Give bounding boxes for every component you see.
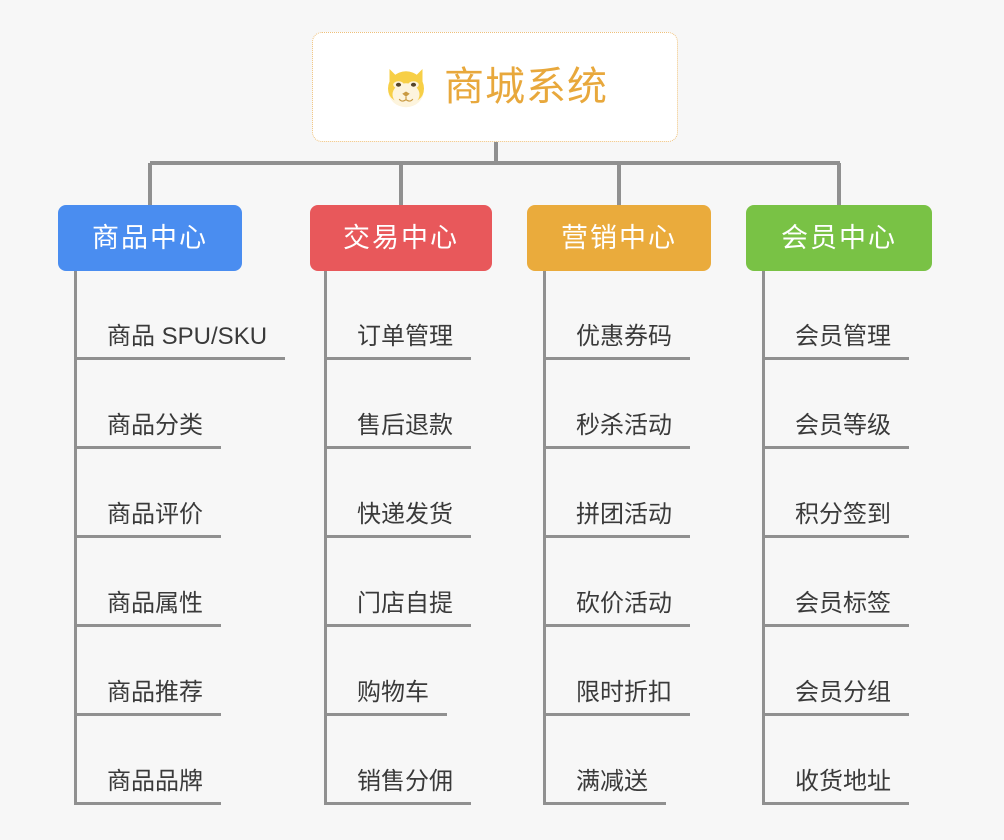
category-label: 商品中心: [92, 222, 208, 253]
category-box-1[interactable]: 商品中心: [58, 205, 242, 271]
leaf-label: 订单管理: [357, 323, 453, 351]
leaf-underline: 商品属性: [77, 590, 221, 627]
leaf-item[interactable]: 销售分佣: [327, 716, 471, 805]
leaf-item[interactable]: 秒杀活动: [546, 360, 690, 449]
leaf-item[interactable]: 商品评价: [77, 449, 221, 538]
leaf-label: 会员管理: [795, 323, 891, 351]
leaf-underline: 商品评价: [77, 501, 221, 538]
category-box-4[interactable]: 会员中心: [746, 205, 932, 271]
category-box-2[interactable]: 交易中心: [310, 205, 492, 271]
leaf-item[interactable]: 拼团活动: [546, 449, 690, 538]
leaf-label: 秒杀活动: [576, 412, 672, 440]
leaf-underline: 会员等级: [765, 412, 909, 449]
leaf-item[interactable]: 商品分类: [77, 360, 221, 449]
leaf-spine: [543, 271, 546, 805]
connector-root-stem: [494, 142, 498, 164]
leaf-item[interactable]: 订单管理: [327, 271, 471, 360]
leaf-underline: 会员标签: [765, 590, 909, 627]
leaf-item[interactable]: 收货地址: [765, 716, 909, 805]
leaf-item[interactable]: 购物车: [327, 627, 447, 716]
leaf-underline: 满减送: [546, 768, 666, 805]
leaf-item[interactable]: 快递发货: [327, 449, 471, 538]
leaf-label: 销售分佣: [357, 768, 453, 796]
category-box-3[interactable]: 营销中心: [527, 205, 711, 271]
leaf-underline: 售后退款: [327, 412, 471, 449]
leaf-item[interactable]: 满减送: [546, 716, 666, 805]
leaf-label: 门店自提: [357, 590, 453, 618]
leaf-underline: 秒杀活动: [546, 412, 690, 449]
connector-drop-2: [399, 163, 403, 205]
leaf-label: 会员等级: [795, 412, 891, 440]
leaf-item[interactable]: 会员等级: [765, 360, 909, 449]
leaf-label: 会员分组: [795, 679, 891, 707]
leaf-item[interactable]: 售后退款: [327, 360, 471, 449]
leaf-underline: 积分签到: [765, 501, 909, 538]
category-label: 会员中心: [781, 222, 897, 253]
leaf-underline: 门店自提: [327, 590, 471, 627]
leaf-underline: 会员分组: [765, 679, 909, 716]
leaf-underline: 限时折扣: [546, 679, 690, 716]
leaf-underline: 商品分类: [77, 412, 221, 449]
leaf-underline: 会员管理: [765, 323, 909, 360]
leaf-label: 售后退款: [357, 412, 453, 440]
connector-horizontal-bus: [150, 161, 840, 165]
leaf-underline: 销售分佣: [327, 768, 471, 805]
leaf-item[interactable]: 限时折扣: [546, 627, 690, 716]
leaf-item[interactable]: 积分签到: [765, 449, 909, 538]
category-label: 交易中心: [343, 222, 459, 253]
leaf-label: 优惠券码: [576, 323, 672, 351]
leaf-label: 快递发货: [357, 501, 453, 529]
leaf-label: 积分签到: [795, 501, 891, 529]
leaf-underline: 优惠券码: [546, 323, 690, 360]
leaf-label: 商品评价: [107, 501, 203, 529]
leaf-underline: 快递发货: [327, 501, 471, 538]
leaf-label: 会员标签: [795, 590, 891, 618]
root-title: 商城系统: [444, 65, 608, 109]
leaf-spine: [324, 271, 327, 805]
leaf-underline: 商品品牌: [77, 768, 221, 805]
leaf-item[interactable]: 优惠券码: [546, 271, 690, 360]
leaf-underline: 商品推荐: [77, 679, 221, 716]
root-node[interactable]: 商城系统: [312, 32, 678, 142]
leaf-item[interactable]: 商品品牌: [77, 716, 221, 805]
leaf-spine: [762, 271, 765, 805]
category-label: 营销中心: [561, 222, 677, 253]
leaf-label: 拼团活动: [576, 501, 672, 529]
leaf-label: 商品分类: [107, 412, 203, 440]
leaf-underline: 拼团活动: [546, 501, 690, 538]
leaf-item[interactable]: 商品属性: [77, 538, 221, 627]
leaf-label: 商品 SPU/SKU: [107, 323, 268, 351]
leaf-underline: 商品 SPU/SKU: [77, 323, 286, 360]
leaf-label: 砍价活动: [576, 590, 672, 618]
leaf-item[interactable]: 会员标签: [765, 538, 909, 627]
leaf-label: 收货地址: [795, 768, 891, 796]
leaf-item[interactable]: 会员分组: [765, 627, 909, 716]
connector-drop-3: [617, 163, 621, 205]
leaf-label: 购物车: [357, 679, 429, 707]
leaf-label: 商品推荐: [107, 679, 203, 707]
leaf-item[interactable]: 门店自提: [327, 538, 471, 627]
leaf-label: 满减送: [576, 768, 648, 796]
leaf-item[interactable]: 商品推荐: [77, 627, 221, 716]
connector-drop-1: [148, 163, 152, 205]
leaf-underline: 砍价活动: [546, 590, 690, 627]
connector-drop-4: [837, 163, 841, 205]
leaf-underline: 收货地址: [765, 768, 909, 805]
leaf-underline: 购物车: [327, 679, 447, 716]
leaf-label: 商品属性: [107, 590, 203, 618]
leaf-item[interactable]: 会员管理: [765, 271, 909, 360]
leaf-label: 限时折扣: [576, 679, 672, 707]
shiba-dog-face-icon: [388, 69, 424, 108]
leaf-label: 商品品牌: [107, 768, 203, 796]
leaf-item[interactable]: 砍价活动: [546, 538, 690, 627]
leaf-spine: [74, 271, 77, 805]
leaf-item[interactable]: 商品 SPU/SKU: [77, 271, 286, 360]
leaf-underline: 订单管理: [327, 323, 471, 360]
